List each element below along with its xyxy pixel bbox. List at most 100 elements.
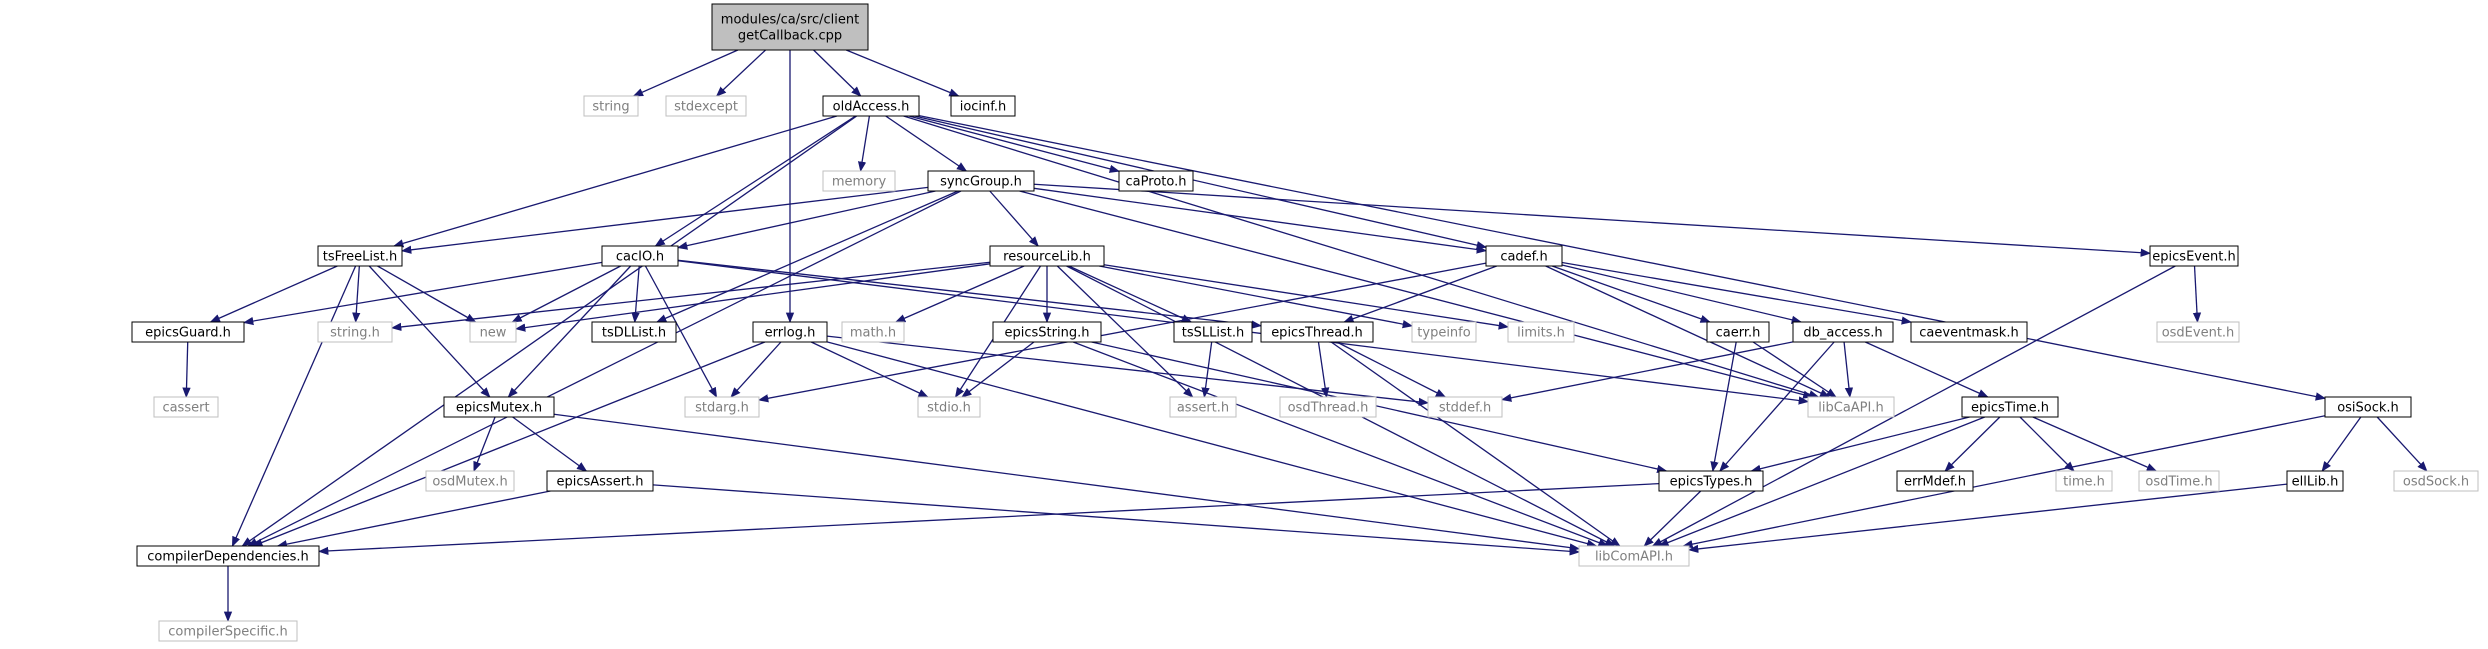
node-tsFreeList[interactable]: tsFreeList.h <box>317 245 403 267</box>
node-tsSLList[interactable]: tsSLList.h <box>1173 321 1253 343</box>
node-epicsTypes[interactable]: epicsTypes.h <box>1658 470 1764 492</box>
node-errMdef[interactable]: errMdef.h <box>1896 470 1974 492</box>
node-epicsAssert[interactable]: epicsAssert.h <box>546 470 654 492</box>
node-box <box>1910 321 2028 343</box>
node-epicsGuard[interactable]: epicsGuard.h <box>131 321 245 343</box>
edge-errlog-to-stdargh <box>730 341 782 398</box>
node-box <box>1961 396 2059 418</box>
node-box <box>158 620 298 642</box>
node-epicsTime[interactable]: epicsTime.h <box>1961 396 2059 418</box>
node-box <box>131 321 245 343</box>
node-string: string <box>583 95 639 117</box>
edge-root-to-oldAccess <box>813 49 862 97</box>
node-label: cacIO.h <box>616 250 664 265</box>
node-box <box>2324 396 2412 418</box>
node-caeventmask[interactable]: caeventmask.h <box>1910 321 2028 343</box>
node-label: stdexcept <box>674 100 738 115</box>
node-box <box>950 95 1016 117</box>
edge-errlog-to-stdioh <box>810 341 929 398</box>
node-oldAccess[interactable]: oldAccess.h <box>822 95 920 117</box>
node-box <box>2138 470 2220 492</box>
node-label: cadef.h <box>1500 250 1547 265</box>
node-label: errlog.h <box>765 326 816 341</box>
node-label: epicsTypes.h <box>1670 475 1753 490</box>
node-label: tsFreeList.h <box>323 250 398 265</box>
node-cadef[interactable]: cadef.h <box>1485 245 1563 267</box>
edge-osiSock-to-libComAPI <box>1682 415 2326 549</box>
node-caerr[interactable]: caerr.h <box>1706 321 1770 343</box>
edge-db_access-to-epicsTime <box>1865 341 1989 398</box>
node-box <box>469 321 517 343</box>
edge-tsFreeList-to-compilerDependencies <box>231 265 357 547</box>
edge-tsFreeList-to-epicsGuard <box>209 265 338 323</box>
edge-epicsThread-to-stddefh <box>1336 341 1447 398</box>
node-resourceLib[interactable]: resourceLib.h <box>989 245 1105 267</box>
edge-cadef-to-caeventmask <box>1561 261 1913 325</box>
node-stddefh: stddef.h <box>1427 396 1503 418</box>
edge-syncGroup-to-compilerDependencies <box>247 190 962 547</box>
node-box <box>917 396 981 418</box>
node-errlog[interactable]: errlog.h <box>752 321 828 343</box>
edge-epicsTypes-to-compilerDependencies <box>317 482 1660 556</box>
node-label: epicsAssert.h <box>556 475 643 490</box>
edge-resourceLib-to-new <box>514 263 991 332</box>
node-box <box>1578 545 1690 567</box>
node-box <box>2149 245 2239 267</box>
node-box <box>1658 470 1764 492</box>
edge-root-to-string <box>632 49 739 97</box>
edge-errlog-to-compilerDependencies <box>252 341 766 547</box>
node-box <box>711 3 869 51</box>
node-label: osiSock.h <box>2337 401 2399 416</box>
edge-resourceLib-to-mathh <box>894 265 1025 323</box>
node-box <box>1807 396 1895 418</box>
node-epicsString[interactable]: epicsString.h <box>992 321 1102 343</box>
node-stdargh: stdarg.h <box>684 396 760 418</box>
edge-epicsEvent-to-libComAPI <box>1651 265 2176 547</box>
node-label: string.h <box>330 326 380 341</box>
node-iocinf[interactable]: iocinf.h <box>950 95 1016 117</box>
edge-db_access-to-stddefh <box>1500 341 1794 402</box>
node-box <box>989 245 1105 267</box>
node-box <box>684 396 760 418</box>
node-compilerDependencies[interactable]: compilerDependencies.h <box>136 545 320 567</box>
node-label: libComAPI.h <box>1595 550 1673 565</box>
node-syncGroup[interactable]: syncGroup.h <box>927 170 1035 192</box>
node-epicsThread[interactable]: epicsThread.h <box>1260 321 1374 343</box>
node-label: math.h <box>850 326 896 341</box>
node-label: memory <box>832 175 887 190</box>
node-box <box>665 95 747 117</box>
edge-oldAccess-to-cadef <box>914 115 1488 250</box>
node-label: tsDLList.h <box>602 326 666 341</box>
node-label: stddef.h <box>1439 401 1491 416</box>
node-db_access[interactable]: db_access.h <box>1792 321 1894 343</box>
node-timeh: time.h <box>2055 470 2113 492</box>
edge-syncGroup-to-cacIO <box>676 190 936 250</box>
node-epicsEvent[interactable]: epicsEvent.h <box>2149 245 2239 267</box>
node-ellLib[interactable]: ellLib.h <box>2286 470 2344 492</box>
node-box <box>153 396 219 418</box>
edge-epicsString-to-stdioh <box>961 341 1035 398</box>
edge-syncGroup-to-resourceLib <box>989 190 1039 247</box>
node-osiSock[interactable]: osiSock.h <box>2324 396 2412 418</box>
node-tsDLList[interactable]: tsDLList.h <box>591 321 677 343</box>
edge-oldAccess-to-compilerDependencies <box>241 115 858 547</box>
edge-cadef-to-epicsThread <box>1343 265 1497 323</box>
edge-oldAccess-to-cacIO <box>654 115 856 247</box>
node-box <box>1706 321 1770 343</box>
node-label: stdio.h <box>927 401 971 416</box>
node-cacIO[interactable]: cacIO.h <box>601 245 679 267</box>
edge-cacIO-to-tsDLList <box>631 265 640 324</box>
edge-resourceLib-to-stringh <box>390 261 991 332</box>
edge-epicsString-to-libComAPI <box>1072 341 1609 547</box>
edge-osiSock-to-ellLib <box>2321 416 2362 472</box>
node-label: typeinfo <box>1417 326 1470 341</box>
node-label: iocinf.h <box>960 100 1007 115</box>
node-osdThread: osdThread.h <box>1279 396 1377 418</box>
node-epicsMutex[interactable]: epicsMutex.h <box>443 396 555 418</box>
node-box <box>927 170 1035 192</box>
edge-ellLib-to-libComAPI <box>1687 483 2288 554</box>
node-caProto[interactable]: caProto.h <box>1118 170 1194 192</box>
edge-cadef-to-caerr <box>1551 265 1711 323</box>
